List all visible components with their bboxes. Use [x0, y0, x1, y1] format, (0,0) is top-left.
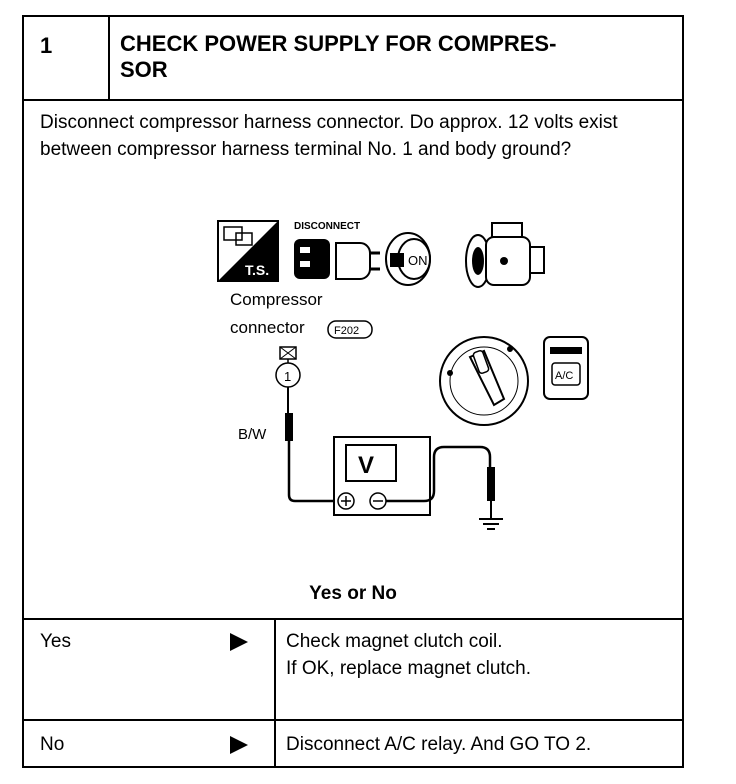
- action-yes-line2: If OK, replace magnet clutch.: [286, 658, 532, 679]
- yes-no-prompt: Yes or No: [309, 583, 397, 604]
- meter-label: V: [358, 452, 374, 479]
- column-divider: [274, 620, 276, 768]
- ignition-on-icon: ON: [385, 232, 431, 286]
- ignition-on-label: ON: [408, 253, 428, 268]
- divider: [24, 618, 682, 620]
- compressor-icon: [465, 222, 545, 288]
- action-yes-line1: Check magnet clutch coil.: [286, 631, 503, 652]
- step-title: CHECK POWER SUPPLY FOR COMPRES- SOR: [120, 31, 557, 82]
- step-number-cell: 1: [24, 17, 110, 99]
- ts-icon: T.S.: [217, 220, 279, 282]
- voltmeter-icon: V: [333, 436, 431, 516]
- arrow-right-icon: [230, 736, 248, 754]
- wiring-diagram: T.S. DISCONNECT ON C: [217, 220, 589, 530]
- disconnect-icon: DISCONNECT: [294, 221, 380, 280]
- answer-no: No: [40, 734, 65, 755]
- ac-switch-icon: A/C: [543, 336, 589, 400]
- step-header: 1 CHECK POWER SUPPLY FOR COMPRES- SOR: [24, 17, 682, 101]
- ac-button-label: A/C: [555, 370, 573, 382]
- terminal-number: 1: [284, 369, 291, 384]
- ts-label: T.S.: [245, 262, 269, 278]
- action-no: Disconnect A/C relay. And GO TO 2.: [286, 734, 592, 755]
- disconnect-label: DISCONNECT: [294, 221, 360, 232]
- step-number: 1: [40, 33, 53, 58]
- connector-label-line2: connector: [230, 318, 305, 337]
- ground-icon: [479, 518, 503, 530]
- wire-color-label: B/W: [238, 426, 267, 443]
- check-question: Disconnect compressor harness connector.…: [40, 112, 618, 160]
- divider: [24, 719, 682, 721]
- connector-label-line1: Compressor: [230, 290, 323, 309]
- arrow-right-icon: [230, 633, 248, 651]
- diagnostic-procedure-frame: 1 CHECK POWER SUPPLY FOR COMPRES- SOR Di…: [22, 15, 684, 768]
- connector-code: F202: [334, 325, 359, 337]
- answer-yes: Yes: [40, 631, 71, 652]
- fan-switch-icon: [439, 336, 529, 426]
- connector-code-badge: F202: [327, 320, 373, 339]
- action-yes: Check magnet clutch coil. If OK, replace…: [286, 628, 676, 682]
- connector-icon: 1: [275, 346, 301, 388]
